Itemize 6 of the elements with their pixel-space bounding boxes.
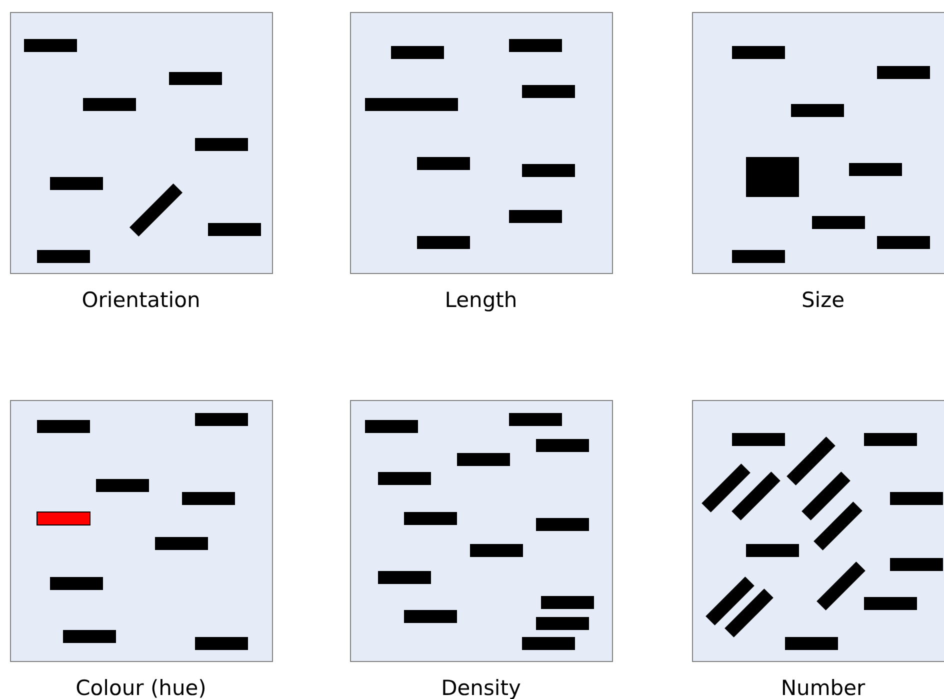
panel-caption: Length xyxy=(444,288,518,312)
panel-caption: Density xyxy=(441,676,521,699)
panel-caption: Orientation xyxy=(82,288,200,312)
panel-caption: Size xyxy=(801,288,845,312)
panel-caption: Number xyxy=(780,676,866,699)
panel-caption: Colour (hue) xyxy=(76,676,206,699)
